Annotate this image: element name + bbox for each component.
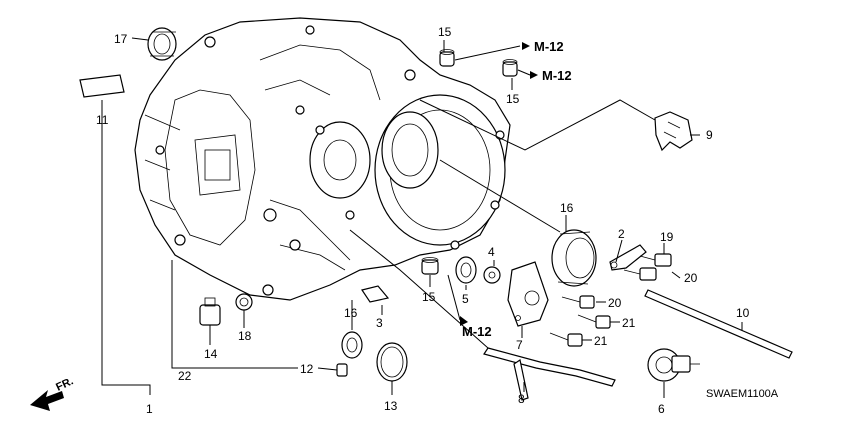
callout-20-top: 19 bbox=[660, 230, 674, 244]
callout-15-low: 15 bbox=[422, 290, 436, 304]
arrow-icon bbox=[522, 42, 530, 50]
callout-19: 18 bbox=[238, 329, 252, 343]
callout-17: 17 bbox=[114, 32, 128, 46]
callout-8: 8 bbox=[518, 392, 525, 406]
callout-22: 22 bbox=[178, 369, 192, 383]
ref-m12-mid: M-12 bbox=[542, 68, 572, 83]
ref-m12-top: M-12 bbox=[534, 39, 564, 54]
plate-7 bbox=[507, 261, 549, 327]
callout-10: 10 bbox=[736, 306, 750, 320]
ref-m12-low: M-12 bbox=[462, 324, 492, 339]
diagram-code: SWAEM1100A bbox=[706, 388, 779, 400]
o-ring-13 bbox=[376, 342, 408, 382]
callout-11: 12 bbox=[300, 362, 314, 376]
bearing-16 bbox=[551, 229, 597, 287]
callout-15-top: 15 bbox=[438, 25, 452, 39]
dowel-pin-15-top bbox=[439, 49, 455, 67]
bolt-20-bottom bbox=[623, 267, 657, 281]
callout-13: 13 bbox=[384, 399, 398, 413]
washer-19 bbox=[235, 293, 253, 311]
bolt-11 bbox=[336, 363, 348, 377]
bolt-21-c bbox=[549, 332, 583, 347]
callout-15-mid: 15 bbox=[506, 92, 520, 106]
callout-21-a: 20 bbox=[608, 296, 622, 310]
gear-4 bbox=[483, 266, 501, 284]
callout-6: 6 bbox=[658, 402, 665, 416]
front-arrow-icon bbox=[30, 390, 64, 411]
seal-5 bbox=[455, 256, 477, 284]
oil-seal-17 bbox=[147, 27, 177, 61]
callout-21-b: 21 bbox=[622, 316, 636, 330]
arrow-icon bbox=[460, 316, 468, 326]
plug-bolt-14 bbox=[199, 297, 221, 326]
dowel-pin-15-low bbox=[421, 257, 439, 275]
callout-5: 5 bbox=[462, 292, 469, 306]
gear-shaft-6 bbox=[647, 348, 700, 382]
leader-lines bbox=[101, 37, 743, 398]
cap-3 bbox=[361, 285, 390, 303]
bracket-9 bbox=[654, 111, 693, 152]
callout-3: 3 bbox=[376, 316, 383, 330]
callout-12: 11 bbox=[96, 113, 109, 127]
callout-2: 2 bbox=[618, 227, 625, 241]
bolt-20-top bbox=[639, 253, 672, 267]
direction-label: FR. bbox=[54, 375, 75, 393]
shaft-10 bbox=[644, 289, 793, 359]
cross-references: M-12 M-12 M-12 bbox=[460, 39, 572, 339]
callout-16: 16 bbox=[560, 201, 574, 215]
direction-indicator: FR. bbox=[30, 375, 75, 411]
clutch-housing bbox=[134, 17, 511, 301]
label-plate-12 bbox=[79, 74, 125, 98]
callout-1: 1 bbox=[146, 402, 153, 416]
callout-18: 16 bbox=[344, 306, 358, 320]
callout-4: 4 bbox=[488, 245, 495, 259]
callout-7: 7 bbox=[516, 338, 523, 352]
callout-20-bottom: 20 bbox=[684, 271, 698, 285]
callout-9: 9 bbox=[706, 128, 713, 142]
bolt-21-b bbox=[577, 314, 611, 329]
plate-2 bbox=[609, 244, 647, 271]
bolt-21-a bbox=[561, 295, 595, 309]
callout-21-c: 21 bbox=[594, 334, 608, 348]
dowel-pin-15-mid bbox=[502, 59, 518, 77]
seal-18 bbox=[341, 331, 363, 359]
callout-labels: 17 11 1 22 15 15 15 9 16 2 19 20 4 5 7 2… bbox=[96, 25, 750, 416]
arrow-icon bbox=[530, 71, 538, 79]
callout-14: 14 bbox=[204, 347, 218, 361]
shift-rod-8 bbox=[483, 347, 616, 401]
